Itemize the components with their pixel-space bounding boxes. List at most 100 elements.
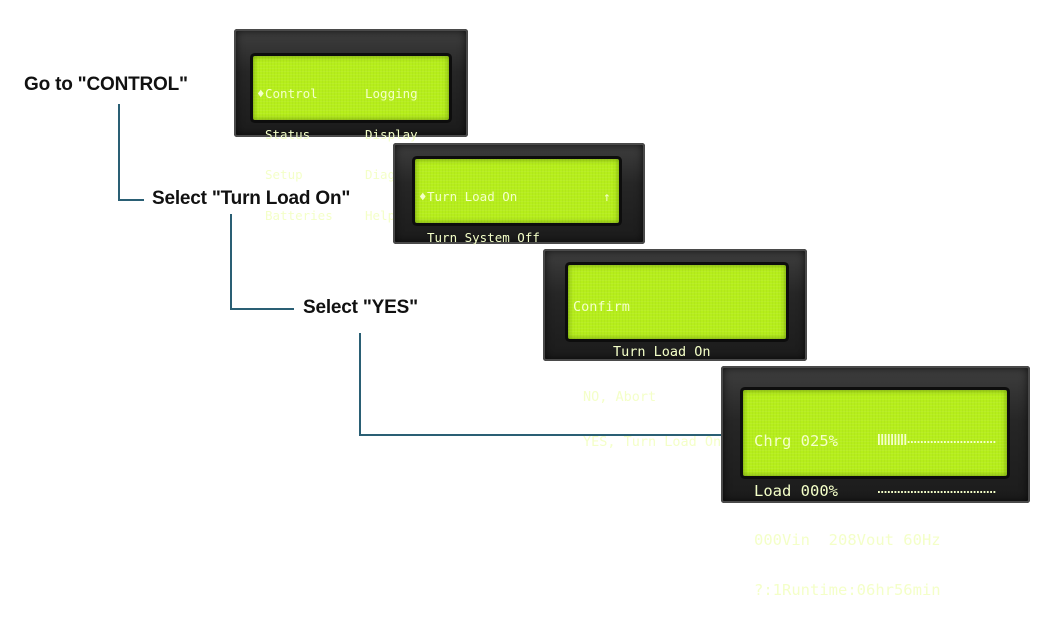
option-turn-load-on[interactable]: Turn Load On [427,189,518,204]
bar-segment-empty [927,441,930,443]
menu-item-batteries[interactable]: Batteries [265,207,333,223]
bar-segment-filled [894,434,897,445]
step-label-turn-load-on: Select "Turn Load On" [152,188,351,209]
bar-segment-empty [940,490,943,493]
bar-segment-empty [983,441,986,443]
bar-segment-empty [953,490,956,493]
bar-segment-empty [934,441,936,443]
load-level-bar [878,483,998,500]
bar-segment-empty [950,490,953,493]
bar-segment-empty [983,490,986,493]
bar-segment-empty [914,490,917,493]
bar-segment-filled [887,434,890,445]
bar-segment-empty [907,490,910,493]
load-readout: Load 000% [754,481,838,500]
bar-segment-empty [967,490,969,493]
lcd-screen-confirm: Confirm Turn Load On NO, Abort YES, Turn… [568,265,786,450]
runtime-readout: ?:1Runtime:06hr56min [754,580,941,599]
bar-segment-empty [894,490,897,493]
lcd-screen-status: Chrg 025% Load 000% 000Vin 208Vout 60Hz … [743,390,1007,598]
bar-segment-empty [963,441,966,443]
confirm-title: Confirm [573,299,630,315]
bar-segment-empty [934,490,936,493]
charge-readout: Chrg 025% [754,432,838,450]
lcd-panel-status: Chrg 025% Load 000% 000Vin 208Vout 60Hz … [721,366,1030,598]
bar-segment-filled [901,434,903,445]
bar-segment-empty [944,441,946,443]
bar-segment-empty [920,490,923,493]
charge-level-bar [878,433,998,450]
bar-segment-empty [911,490,913,493]
bar-segment-filled [881,434,884,445]
bar-segment-empty [920,441,923,443]
step-label-control: Go to "CONTROL" [24,74,188,95]
lcd-screen-control-menu: ♦Turn Load On ↑ Turn System Off [415,159,619,244]
bar-segment-empty [881,490,884,493]
bar-segment-empty [993,441,996,443]
bar-segment-filled [897,434,900,445]
bar-segment-empty [993,490,996,493]
menu-item-help[interactable]: Help [365,207,396,223]
connector-step3-to-status [359,333,723,436]
bar-segment-empty [986,441,989,443]
bar-segment-filled [904,434,907,445]
bar-segment-empty [924,441,926,443]
bar-segment-empty [944,490,946,493]
bar-segment-empty [957,441,959,443]
lcd-panel-control-menu: ♦Turn Load On ↑ Turn System Off [393,143,645,244]
bar-segment-empty [977,490,979,493]
bar-segment-empty [980,490,983,493]
bar-segment-empty [930,441,933,443]
menu-cursor-icon: ♦ [257,86,265,101]
bar-segment-empty [924,490,926,493]
bar-segment-empty [947,441,950,443]
option-yes-turn-load-on[interactable]: YES, Turn Load On [583,434,722,450]
bar-segment-empty [970,441,973,443]
bar-segment-filled [878,434,880,445]
menu-item-setup[interactable]: Setup [265,167,303,182]
bar-segment-empty [990,441,992,443]
bar-segment-empty [891,490,893,493]
confirm-action: Turn Load On [613,344,711,360]
control-cursor-icon: ♦ [419,189,427,204]
bar-segment-filled [884,434,887,445]
bar-segment-empty [953,441,956,443]
bar-segment-empty [973,490,976,493]
bar-segment-empty [947,490,950,493]
bar-segment-empty [937,490,940,493]
bar-segment-empty [960,441,963,443]
bar-segment-empty [887,490,890,493]
bar-segment-empty [960,490,963,493]
menu-item-display[interactable]: Display [365,126,418,142]
bar-segment-empty [930,490,933,493]
bar-segment-empty [917,490,920,493]
bar-segment-empty [967,441,969,443]
bar-segment-empty [884,490,887,493]
bar-segment-empty [940,441,943,443]
bar-segment-empty [980,441,983,443]
scroll-up-arrow-icon: ↑ [603,189,611,204]
option-no-abort[interactable]: NO, Abort [583,389,657,405]
menu-item-control[interactable]: Control [265,86,318,101]
bar-segment-empty [904,490,907,493]
bar-segment-empty [973,441,976,443]
step-label-yes: Select "YES" [303,297,418,318]
bar-segment-empty [977,441,979,443]
menu-item-logging[interactable]: Logging [365,86,418,101]
menu-item-status[interactable]: Status [265,126,311,142]
bar-segment-empty [901,490,903,493]
voltage-frequency-readout: 000Vin 208Vout 60Hz [754,531,941,549]
bar-segment-empty [927,490,930,493]
bar-segment-empty [917,441,920,443]
bar-segment-empty [963,490,966,493]
bar-segment-empty [878,490,880,493]
bar-segment-empty [897,490,900,493]
connector-step1-to-step2 [118,104,144,201]
connector-step2-to-step3 [230,214,294,310]
bar-segment-empty [907,441,910,443]
bar-segment-empty [911,441,913,443]
bar-segment-empty [990,490,992,493]
lcd-panel-confirm: Confirm Turn Load On NO, Abort YES, Turn… [543,249,807,450]
option-turn-system-off[interactable]: Turn System Off [427,229,540,245]
